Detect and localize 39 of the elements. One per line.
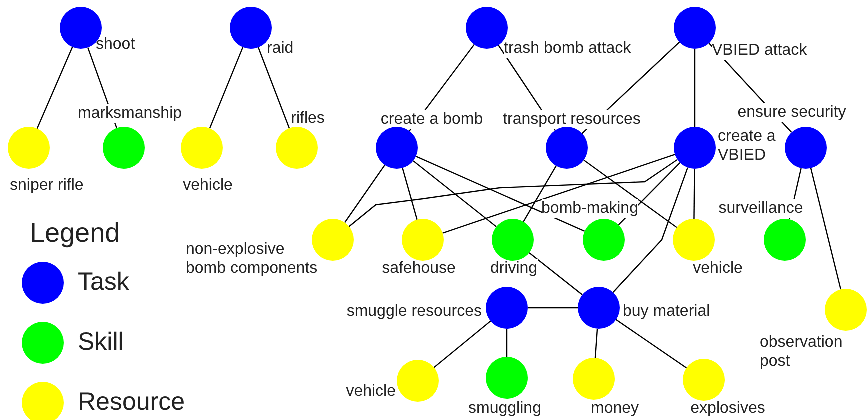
connector-line bbox=[584, 160, 678, 228]
connector-line bbox=[810, 168, 842, 290]
connector-line bbox=[442, 154, 676, 234]
node-label: smuggling bbox=[468, 399, 542, 418]
node-label: bomb-making bbox=[542, 199, 638, 218]
node-label: marksmanship bbox=[78, 104, 182, 123]
node-label: create a bomb bbox=[380, 110, 484, 129]
connector-line bbox=[529, 252, 583, 296]
legend-label: Skill bbox=[78, 327, 124, 357]
connector-line bbox=[694, 169, 696, 219]
node-label: VBIED attack bbox=[712, 41, 808, 60]
connector-line bbox=[348, 159, 678, 228]
node-label: explosives bbox=[690, 399, 766, 418]
connector-line bbox=[413, 160, 497, 228]
connector-line bbox=[434, 320, 492, 368]
connector-line bbox=[616, 319, 688, 369]
connector-line bbox=[344, 164, 386, 224]
connector-line bbox=[36, 47, 74, 129]
connector-line bbox=[594, 328, 598, 358]
connector-line bbox=[694, 49, 696, 127]
connector-line bbox=[209, 47, 244, 129]
connector-line bbox=[416, 156, 586, 232]
node-label: surveillance bbox=[718, 199, 804, 218]
connector-line bbox=[523, 166, 557, 222]
node-label: sniper rifle bbox=[10, 176, 84, 195]
connector-line bbox=[402, 168, 418, 220]
connector-line bbox=[528, 307, 578, 309]
node-label: smuggle resources bbox=[346, 302, 482, 321]
node-label: ensure security bbox=[738, 103, 846, 122]
node-label: trash bomb attack bbox=[504, 39, 632, 58]
connector-line bbox=[506, 329, 508, 357]
node-label: transport resources bbox=[503, 110, 641, 129]
node-label: buy material bbox=[623, 302, 710, 321]
legend-label: Resource bbox=[78, 387, 185, 417]
legend-title: Legend bbox=[30, 218, 120, 248]
node-label: driving bbox=[490, 259, 538, 278]
connector-line bbox=[612, 168, 688, 293]
connector-line bbox=[258, 47, 290, 129]
legend-label: Task bbox=[78, 267, 130, 297]
